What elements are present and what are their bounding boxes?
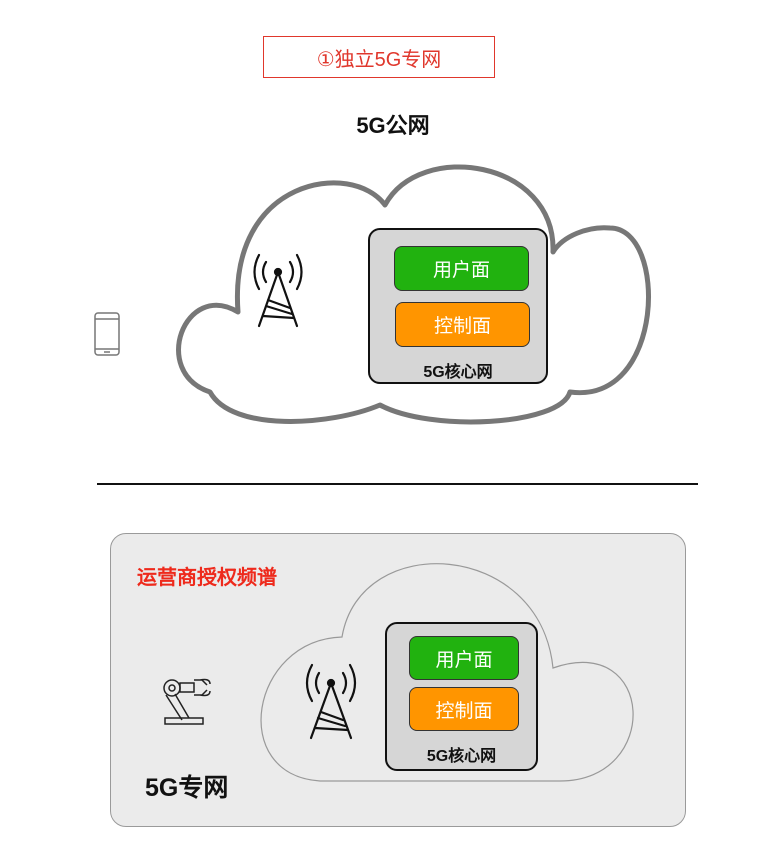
public-cloud <box>94 164 652 425</box>
private-control-plane: 控制面 <box>409 687 519 731</box>
private-user-plane: 用户面 <box>409 636 519 680</box>
cell-tower-icon <box>253 253 303 328</box>
phone-icon <box>94 312 120 356</box>
section-divider <box>97 483 698 485</box>
diagram-title: ①独立5G专网 <box>263 36 495 78</box>
public-user-plane: 用户面 <box>394 246 529 291</box>
private-network-title: 5G专网 <box>145 774 229 802</box>
private-core-network: 用户面 控制面 5G核心网 <box>385 622 538 771</box>
public-cloud-outline <box>176 164 652 425</box>
public-network-title: 5G公网 <box>356 113 430 138</box>
private-core-label: 5G核心网 <box>426 748 497 765</box>
cell-tower-icon <box>305 663 357 740</box>
public-control-plane: 控制面 <box>395 302 530 347</box>
robot-arm-icon <box>163 678 211 725</box>
spectrum-label: 运营商授权频谱 <box>137 567 277 589</box>
public-core-network: 用户面 控制面 5G核心网 <box>368 228 548 384</box>
public-core-label: 5G核心网 <box>423 364 493 381</box>
